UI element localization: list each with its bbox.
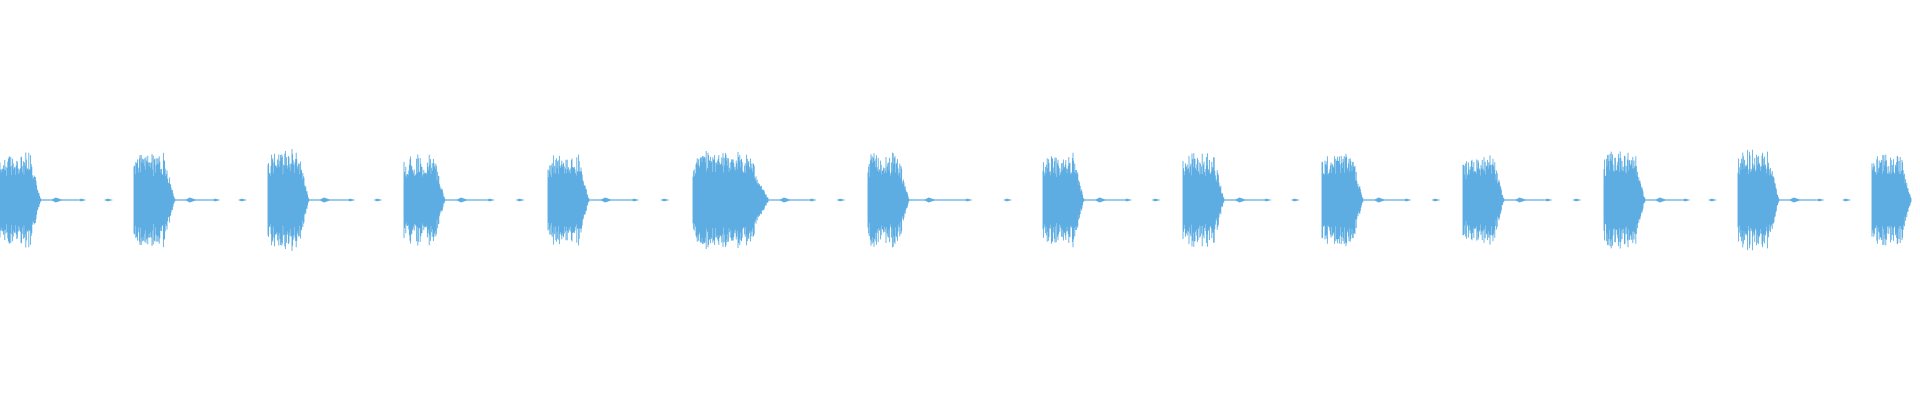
- waveform-blip: [1290, 198, 1300, 202]
- waveform-bursts: [0, 149, 1912, 251]
- waveform-burst-body: [403, 154, 446, 246]
- waveform-burst: [267, 149, 383, 251]
- waveform-blip: [1151, 198, 1161, 202]
- waveform-blip: [1842, 198, 1852, 202]
- waveform-blip: [1543, 198, 1553, 202]
- waveform-blip: [456, 197, 469, 203]
- waveform-burst-body: [547, 154, 590, 246]
- waveform-blip: [211, 198, 221, 202]
- waveform-blip: [1123, 198, 1133, 202]
- waveform-blip: [104, 198, 114, 202]
- waveform-blip: [346, 198, 356, 202]
- waveform-burst-body: [1462, 155, 1505, 245]
- waveform-burst-body: [1321, 153, 1364, 247]
- waveform-burst: [1321, 153, 1441, 247]
- waveform-blip: [1373, 197, 1386, 203]
- waveform-blip: [485, 198, 495, 202]
- waveform-blip: [515, 198, 525, 202]
- waveform-blip: [1708, 198, 1718, 202]
- waveform-blip: [779, 197, 792, 203]
- waveform-blip: [807, 198, 817, 202]
- waveform-blip: [51, 197, 63, 203]
- waveform-blip: [1681, 198, 1691, 202]
- waveform-burst-body: [1182, 153, 1225, 247]
- waveform-burst: [133, 152, 248, 248]
- waveform-blip: [1262, 198, 1272, 202]
- waveform-blip: [1234, 197, 1247, 203]
- waveform-burst-body: [0, 152, 42, 248]
- waveform-blip: [923, 197, 936, 203]
- waveform-burst: [1462, 155, 1582, 245]
- waveform-blip: [1514, 197, 1527, 203]
- waveform-blip: [963, 198, 973, 202]
- waveform-blip: [1094, 197, 1107, 203]
- waveform-burst-body: [1603, 151, 1646, 249]
- waveform-burst: [1042, 152, 1161, 248]
- waveform-burst: [547, 154, 670, 246]
- waveform-burst: [692, 151, 846, 249]
- waveform-burst: [1603, 151, 1718, 249]
- waveform-blip: [1815, 198, 1825, 202]
- waveform-blip: [319, 197, 332, 203]
- waveform-blip: [630, 198, 640, 202]
- waveform-burst-body: [692, 151, 769, 249]
- waveform-burst-body: [267, 149, 310, 251]
- waveform-burst: [403, 154, 525, 246]
- waveform-burst: [1182, 153, 1300, 247]
- waveform-burst: [1871, 154, 1912, 246]
- waveform-blip: [1003, 198, 1013, 202]
- waveform-blip: [836, 198, 846, 202]
- waveform-blip: [660, 198, 670, 202]
- waveform-blip: [373, 198, 383, 202]
- waveform-burst-body: [133, 152, 176, 248]
- waveform-burst: [867, 152, 1013, 248]
- waveform-blip: [1431, 198, 1441, 202]
- waveform-blip: [1789, 197, 1801, 203]
- waveform-burst-body: [1871, 154, 1912, 246]
- waveform-burst: [0, 152, 114, 248]
- waveform-blip: [1655, 197, 1667, 203]
- waveform-blip: [238, 198, 248, 202]
- waveform-blip: [1402, 198, 1412, 202]
- waveform-burst-body: [867, 152, 910, 248]
- waveform-blip: [1572, 198, 1582, 202]
- waveform-burst: [1737, 149, 1852, 251]
- waveform-burst-body: [1042, 152, 1085, 248]
- waveform-blip: [77, 198, 87, 202]
- waveform-burst-body: [1737, 149, 1780, 251]
- waveform-blip: [185, 197, 197, 203]
- waveform-blip: [600, 197, 613, 203]
